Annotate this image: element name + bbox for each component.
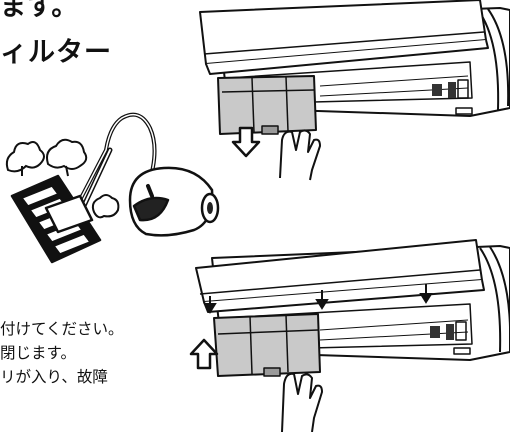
arrow-up-icon bbox=[189, 338, 219, 370]
aircon-upper-illustration bbox=[199, 0, 510, 135]
dust-puff-icon bbox=[5, 138, 120, 219]
instruction-line-1: 付けてください。 bbox=[0, 320, 124, 338]
filter-being-cleaned-illustration bbox=[10, 174, 102, 264]
aircon-lower-illustration bbox=[195, 239, 510, 377]
hand-icon-upper bbox=[279, 129, 321, 181]
instruction-line-2: 閉じます。 bbox=[0, 344, 76, 362]
section-heading: ィルター bbox=[0, 37, 112, 68]
text-fragment-top: ます。 bbox=[0, 0, 79, 22]
arrow-down-icon bbox=[231, 126, 261, 158]
vacuum-cleaner-illustration bbox=[78, 112, 220, 237]
arrow-down-small-icon bbox=[203, 284, 433, 314]
hand-icon-lower bbox=[281, 372, 323, 432]
instruction-line-3: リが入り、故障 bbox=[0, 368, 108, 386]
